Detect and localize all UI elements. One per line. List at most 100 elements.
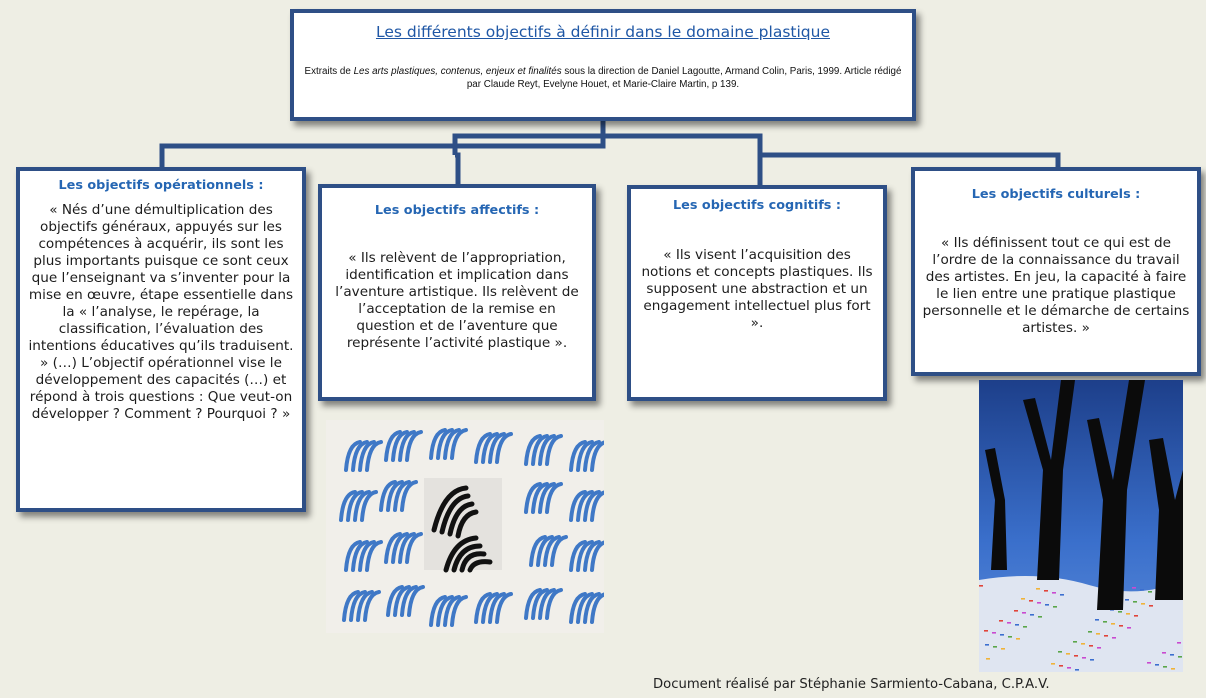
brush-stroke	[576, 592, 594, 624]
paint-speckle	[1104, 635, 1108, 637]
paint-speckle	[1045, 604, 1049, 606]
brush-stroke	[407, 585, 425, 617]
brush-stroke	[583, 540, 601, 572]
brush-stroke	[569, 490, 587, 522]
paint-speckle	[985, 644, 989, 646]
paint-speckle	[1082, 657, 1086, 659]
paint-speckle	[1060, 594, 1064, 596]
paint-speckle	[1007, 622, 1011, 624]
source-book-title: Les arts plastiques, contenus, enjeux et…	[353, 66, 562, 77]
paint-speckle	[1132, 587, 1136, 589]
paint-speckle	[1163, 666, 1167, 668]
brush-stroke	[524, 482, 542, 514]
brush-stroke	[590, 592, 604, 624]
paint-speckle	[1074, 655, 1078, 657]
cognitive-objectives-text: « Ils visent l’acquisition des notions e…	[641, 247, 873, 331]
brush-stroke	[538, 588, 556, 620]
tree-painting-artwork	[979, 380, 1183, 672]
brush-stroke	[488, 592, 506, 624]
source-suffix: sous la direction de Daniel Lagoutte, Ar…	[466, 66, 902, 90]
paint-speckle	[1127, 627, 1131, 629]
paint-speckle	[1141, 603, 1145, 605]
paint-speckle	[1081, 643, 1085, 645]
brush-stroke	[384, 430, 402, 462]
brush-stroke	[583, 490, 601, 522]
paint-speckle	[1171, 668, 1175, 670]
paint-speckle	[1037, 602, 1041, 604]
paint-speckle	[999, 620, 1003, 622]
operational-objectives-text: « Nés d’une démultiplication des objecti…	[28, 202, 294, 422]
paint-speckle	[1133, 601, 1137, 603]
brush-stroke	[391, 430, 409, 462]
operational-objectives-title: Les objectifs opérationnels :	[58, 178, 264, 193]
brush-stroke	[360, 490, 378, 522]
paint-speckle	[1036, 588, 1040, 590]
brush-stroke	[339, 490, 357, 522]
brush-stroke	[481, 592, 499, 624]
paint-speckle	[1155, 664, 1159, 666]
paint-speckle	[979, 585, 983, 587]
paint-speckle	[1140, 589, 1144, 591]
brush-stroke	[474, 592, 492, 624]
brush-stroke	[400, 585, 418, 617]
cultural-objectives-box: Les objectifs culturels : « Ils définiss…	[911, 167, 1201, 376]
paint-speckle	[1134, 615, 1138, 617]
paint-speckle	[1015, 624, 1019, 626]
brush-stroke	[450, 595, 468, 627]
brush-stroke	[365, 540, 383, 572]
brush-stroke	[356, 590, 374, 622]
brush-stroke	[590, 440, 604, 472]
paint-speckle	[1075, 669, 1079, 671]
cognitive-objectives-box: Les objectifs cognitifs : « Ils visent l…	[627, 185, 887, 401]
paint-speckle	[1103, 621, 1107, 623]
affective-objectives-title: Les objectifs affectifs :	[374, 203, 540, 218]
paint-speckle	[1112, 637, 1116, 639]
brush-stroke	[443, 428, 461, 460]
brush-stroke	[590, 540, 604, 572]
brush-stroke	[531, 434, 549, 466]
blue-brushstroke-artwork	[326, 420, 604, 633]
document-credit: Document réalisé par Stéphanie Sarmiento…	[653, 677, 1050, 692]
paint-speckle	[1178, 656, 1182, 658]
paint-speckle	[1067, 667, 1071, 669]
brush-stroke	[436, 428, 454, 460]
cognitive-objectives-title: Les objectifs cognitifs :	[673, 198, 841, 213]
paint-speckle	[1023, 626, 1027, 628]
paint-speckle	[992, 632, 996, 634]
brush-stroke	[545, 588, 563, 620]
brush-stroke	[536, 535, 554, 567]
brush-stroke	[393, 585, 411, 617]
paint-speckle	[1073, 641, 1077, 643]
brush-stroke	[545, 434, 563, 466]
brush-stroke	[342, 590, 360, 622]
brush-stroke	[429, 595, 447, 627]
affective-objectives-box: Les objectifs affectifs : « Ils relèvent…	[318, 184, 596, 401]
paint-speckle	[1125, 599, 1129, 601]
brush-stroke	[576, 540, 594, 572]
paint-speckle	[1059, 665, 1063, 667]
brush-stroke	[488, 432, 506, 464]
paint-speckle	[1177, 642, 1181, 644]
brush-stroke	[436, 595, 454, 627]
brush-stroke	[495, 592, 513, 624]
paint-speckle	[1096, 633, 1100, 635]
source-prefix: Extraits de	[304, 66, 354, 77]
paint-speckle	[1044, 590, 1048, 592]
paint-speckle	[1089, 645, 1093, 647]
paint-speckle	[1000, 634, 1004, 636]
brush-stroke	[363, 590, 381, 622]
brush-stroke	[474, 432, 492, 464]
brush-stroke	[569, 592, 587, 624]
brushstroke-image	[326, 420, 604, 633]
affective-objectives-text: « Ils relèvent de l’appropriation, ident…	[335, 250, 579, 351]
paint-speckle	[1058, 651, 1062, 653]
header-box: Les différents objectifs à définir dans …	[290, 9, 916, 121]
paint-speckle	[1008, 636, 1012, 638]
brush-stroke	[353, 490, 371, 522]
paint-speckle	[1021, 598, 1025, 600]
brush-stroke	[583, 440, 601, 472]
paint-speckle	[1029, 600, 1033, 602]
brush-stroke	[365, 440, 383, 472]
brush-stroke	[531, 588, 549, 620]
operational-objectives-box: Les objectifs opérationnels : « Nés d’un…	[16, 167, 306, 512]
